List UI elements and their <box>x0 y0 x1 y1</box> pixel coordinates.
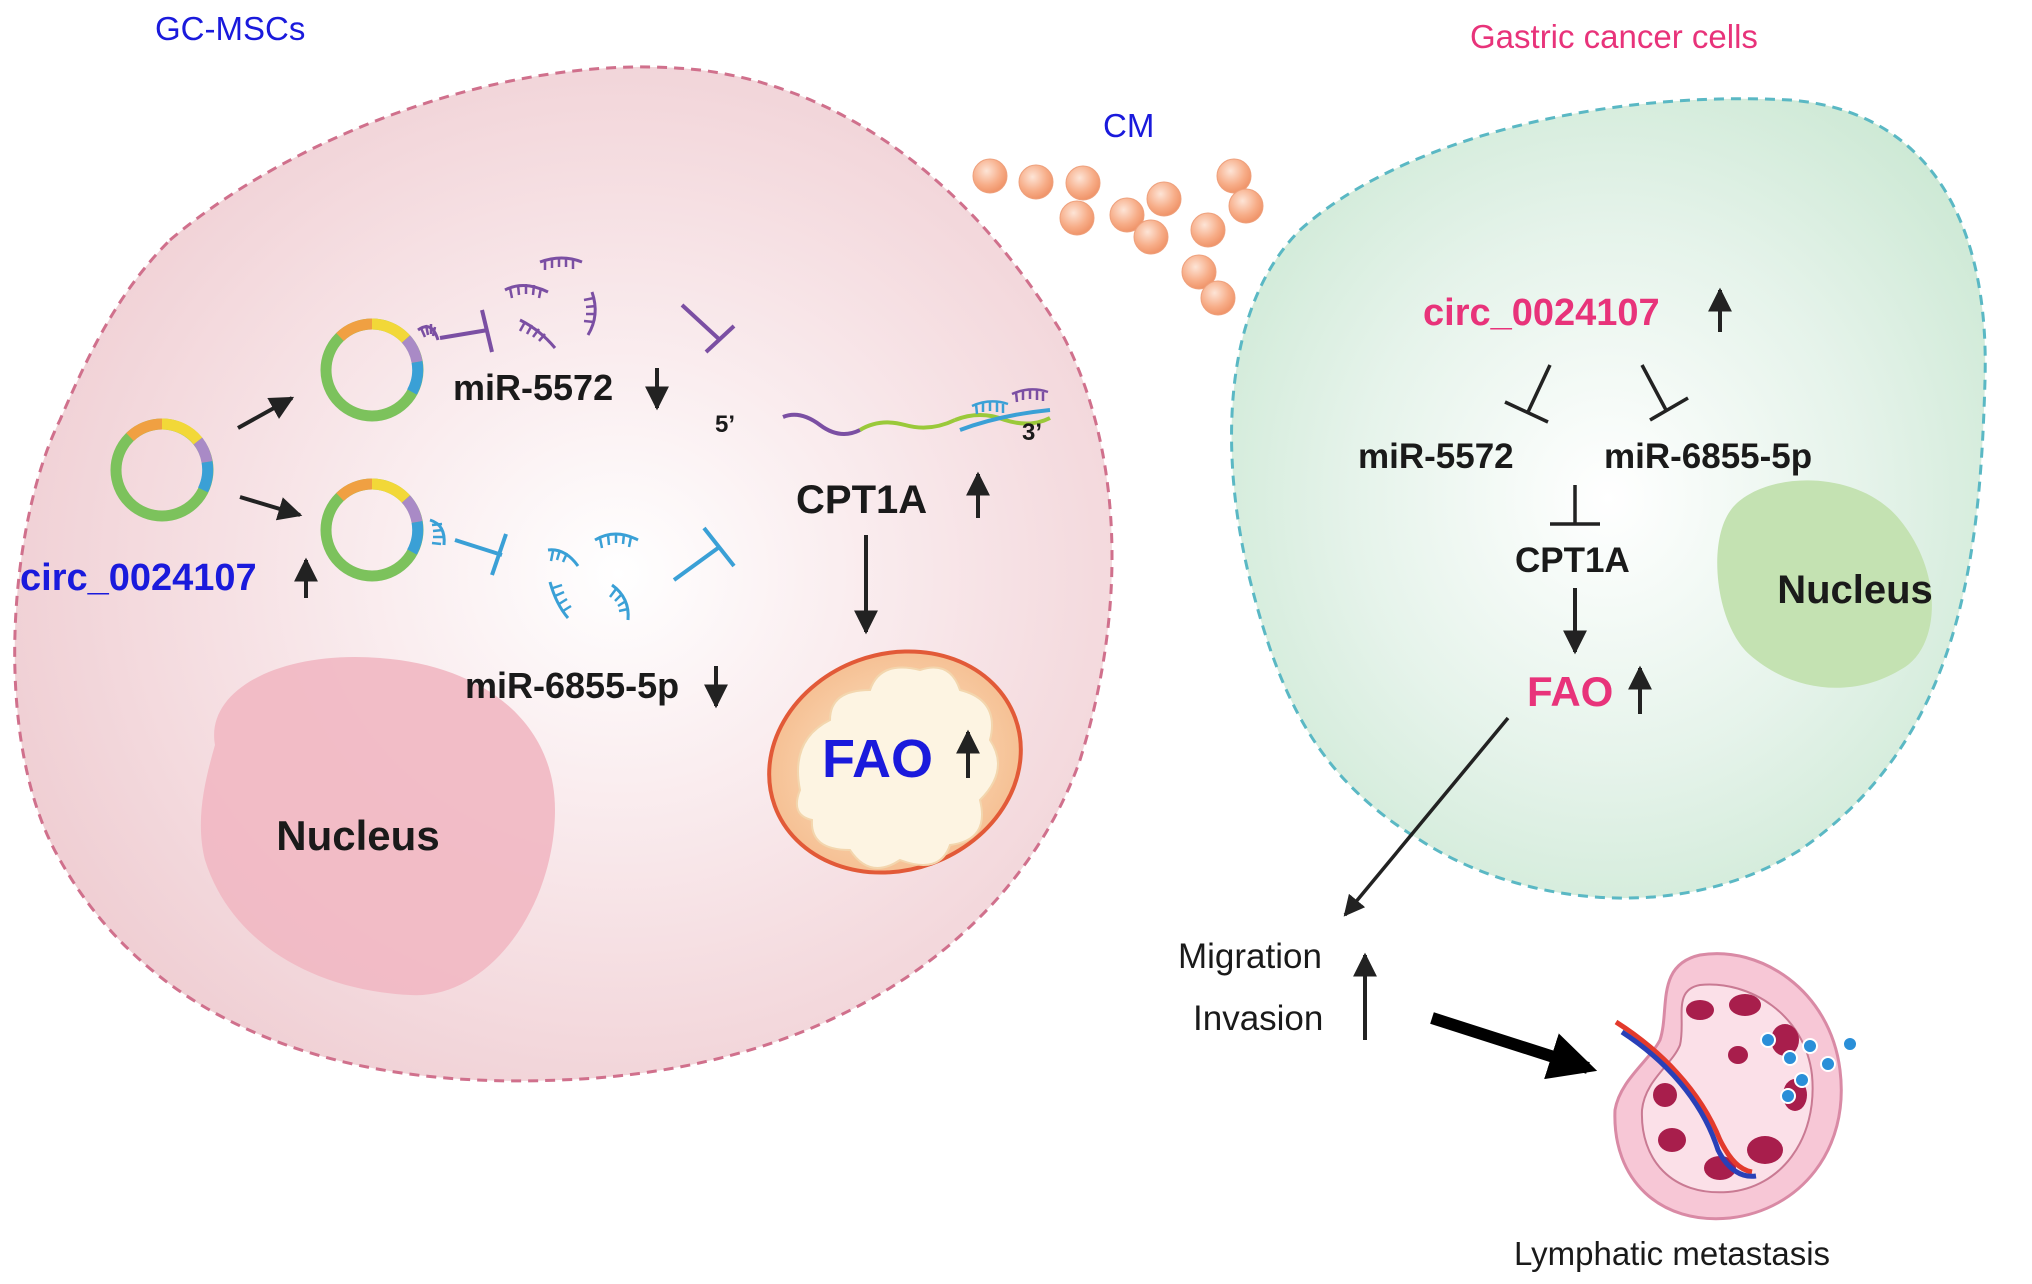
msc-nucleus-label: Nucleus <box>276 812 439 859</box>
migration-label: Migration <box>1178 937 1322 976</box>
invasion-label: Invasion <box>1193 999 1323 1038</box>
cancer-nucleus-label: Nucleus <box>1777 568 1933 612</box>
right-circ-label: circ_0024107 <box>1423 292 1660 334</box>
inhibit-mir6855-cpt1a <box>672 526 736 582</box>
circrna-ring-main <box>110 418 214 522</box>
cancer-nucleus <box>1717 480 1932 688</box>
mitochondrion <box>767 649 1023 875</box>
right-cpt1a-label: CPT1A <box>1515 541 1630 580</box>
lymph-node-icon <box>1613 952 1858 1221</box>
cpt1a-mrna <box>782 408 1051 436</box>
cm-label: CM <box>1103 107 1154 144</box>
mir5572-molecules <box>504 256 597 349</box>
mrna-bound-mirnas <box>971 388 1049 415</box>
arrow-to-bottom-ring <box>239 495 303 521</box>
lymphatic-metastasis-label: Lymphatic metastasis <box>1514 1235 1830 1272</box>
five-prime-label: 5’ <box>715 411 735 438</box>
circrna-ring-bottom <box>320 478 446 582</box>
left-circ-label: circ_0024107 <box>20 557 257 599</box>
msc-nucleus <box>200 656 556 996</box>
right-inhibit-circ-mir6855 <box>1640 364 1689 422</box>
cancer-cell-membrane <box>1230 97 1987 900</box>
right-inhibit-mirs-cpt1a <box>1550 485 1600 526</box>
inhibit-ring-mir6855 <box>454 533 508 576</box>
right-inhibit-circ-mir5572 <box>1504 364 1552 424</box>
cm-vesicles <box>972 158 1264 316</box>
mir6855-molecules <box>547 532 639 621</box>
right-fao-label: FAO <box>1527 668 1613 715</box>
fao-to-migration-arrow <box>1343 716 1510 917</box>
left-cpt1a-label: CPT1A <box>796 478 927 522</box>
inhibit-ring-mir5572 <box>439 309 494 353</box>
left-mir5572-label: miR-5572 <box>453 367 613 408</box>
gastric-cancer-cells-label: Gastric cancer cells <box>1470 18 1758 55</box>
inhibit-mir5572-cpt1a <box>680 303 736 354</box>
arrow-to-top-ring <box>237 396 295 430</box>
three-prime-label: 3’ <box>1022 419 1042 446</box>
right-mir6855-label: miR-6855-5p <box>1604 437 1812 476</box>
left-mir6855-label: miR-6855-5p <box>465 665 679 706</box>
gc-mscs-label: GC-MSCs <box>155 10 305 47</box>
to-lymph-node-arrow <box>1430 1012 1598 1080</box>
circrna-ring-top <box>320 318 440 422</box>
left-fao-label: FAO <box>822 729 933 789</box>
right-mir5572-label: miR-5572 <box>1358 437 1514 476</box>
